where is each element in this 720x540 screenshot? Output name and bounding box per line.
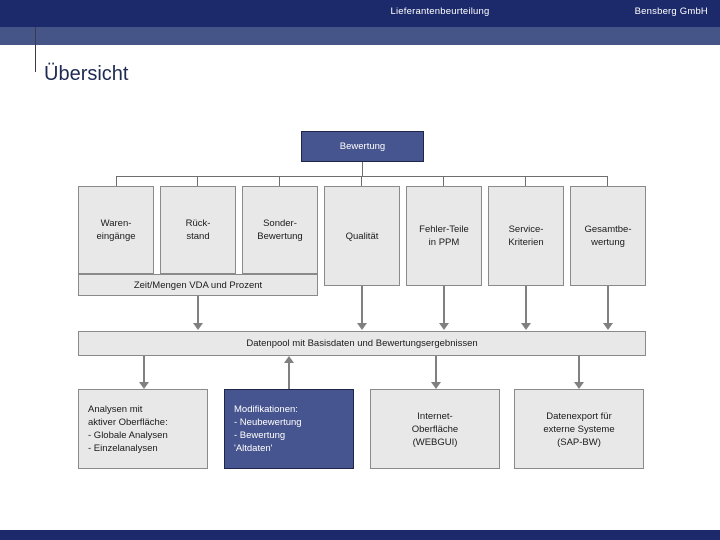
arrow-line-to-datapool-5	[607, 286, 609, 324]
node-criteria-gesamtbewertung[interactable]: Gesamtbe- wertung	[570, 186, 646, 286]
node-criteria-wareneingaenge[interactable]: Waren- eingänge	[78, 186, 154, 274]
node-datenpool[interactable]: Datenpool mit Basisdaten und Bewertungse…	[78, 331, 646, 356]
node-criteria-sonderbewertung[interactable]: Sonder- Bewertung	[242, 186, 318, 274]
arrow-line-output-2	[288, 362, 290, 390]
node-criteria-fehlerteile-ppm[interactable]: Fehler-Teile in PPM	[406, 186, 482, 286]
footer-bar	[0, 530, 720, 540]
header-title: Lieferantenbeurteilung	[390, 6, 490, 17]
connector-drop-3	[279, 176, 280, 186]
connector-distribution-bar	[116, 176, 608, 177]
arrow-head-output-4	[574, 382, 584, 389]
node-bewertung[interactable]: Bewertung	[301, 131, 424, 162]
node-criteria-rueckstand[interactable]: Rück- stand	[160, 186, 236, 274]
header-bar-accent	[0, 27, 720, 45]
header-bar-top	[0, 0, 720, 27]
arrow-line-output-4	[578, 356, 580, 384]
arrow-head-output-3	[431, 382, 441, 389]
header-company-name: Bensberg GmbH	[634, 6, 708, 17]
arrow-line-to-datapool-2	[361, 286, 363, 324]
connector-drop-7	[607, 176, 608, 186]
node-output-modifikationen[interactable]: Modifikationen: - Neubewertung - Bewertu…	[224, 389, 354, 469]
connector-root-stem	[362, 162, 363, 176]
arrow-head-output-2	[284, 356, 294, 363]
arrow-head-to-datapool-2	[357, 323, 367, 330]
arrow-line-output-3	[435, 356, 437, 384]
arrow-head-to-datapool-5	[603, 323, 613, 330]
node-output-internet-oberflaeche[interactable]: Internet- Oberfläche (WEBGUI)	[370, 389, 500, 469]
arrow-head-to-datapool-3	[439, 323, 449, 330]
arrow-line-to-datapool-1	[197, 296, 199, 324]
header-divider-line	[35, 27, 36, 72]
node-zeit-mengen-bar[interactable]: Zeit/Mengen VDA und Prozent	[78, 274, 318, 296]
connector-drop-5	[443, 176, 444, 186]
arrow-line-to-datapool-3	[443, 286, 445, 324]
page-title: Übersicht	[44, 63, 129, 85]
arrow-head-to-datapool-4	[521, 323, 531, 330]
connector-drop-1	[116, 176, 117, 186]
arrow-head-to-datapool-1	[193, 323, 203, 330]
arrow-line-to-datapool-4	[525, 286, 527, 324]
node-criteria-qualitaet[interactable]: Qualität	[324, 186, 400, 286]
node-output-analysen[interactable]: Analysen mit aktiver Oberfläche: - Globa…	[78, 389, 208, 469]
arrow-line-output-1	[143, 356, 145, 384]
node-output-datenexport[interactable]: Datenexport für externe Systeme (SAP-BW)	[514, 389, 644, 469]
connector-drop-6	[525, 176, 526, 186]
arrow-head-output-1	[139, 382, 149, 389]
connector-drop-4	[361, 176, 362, 186]
connector-drop-2	[197, 176, 198, 186]
node-criteria-service-kriterien[interactable]: Service- Kriterien	[488, 186, 564, 286]
